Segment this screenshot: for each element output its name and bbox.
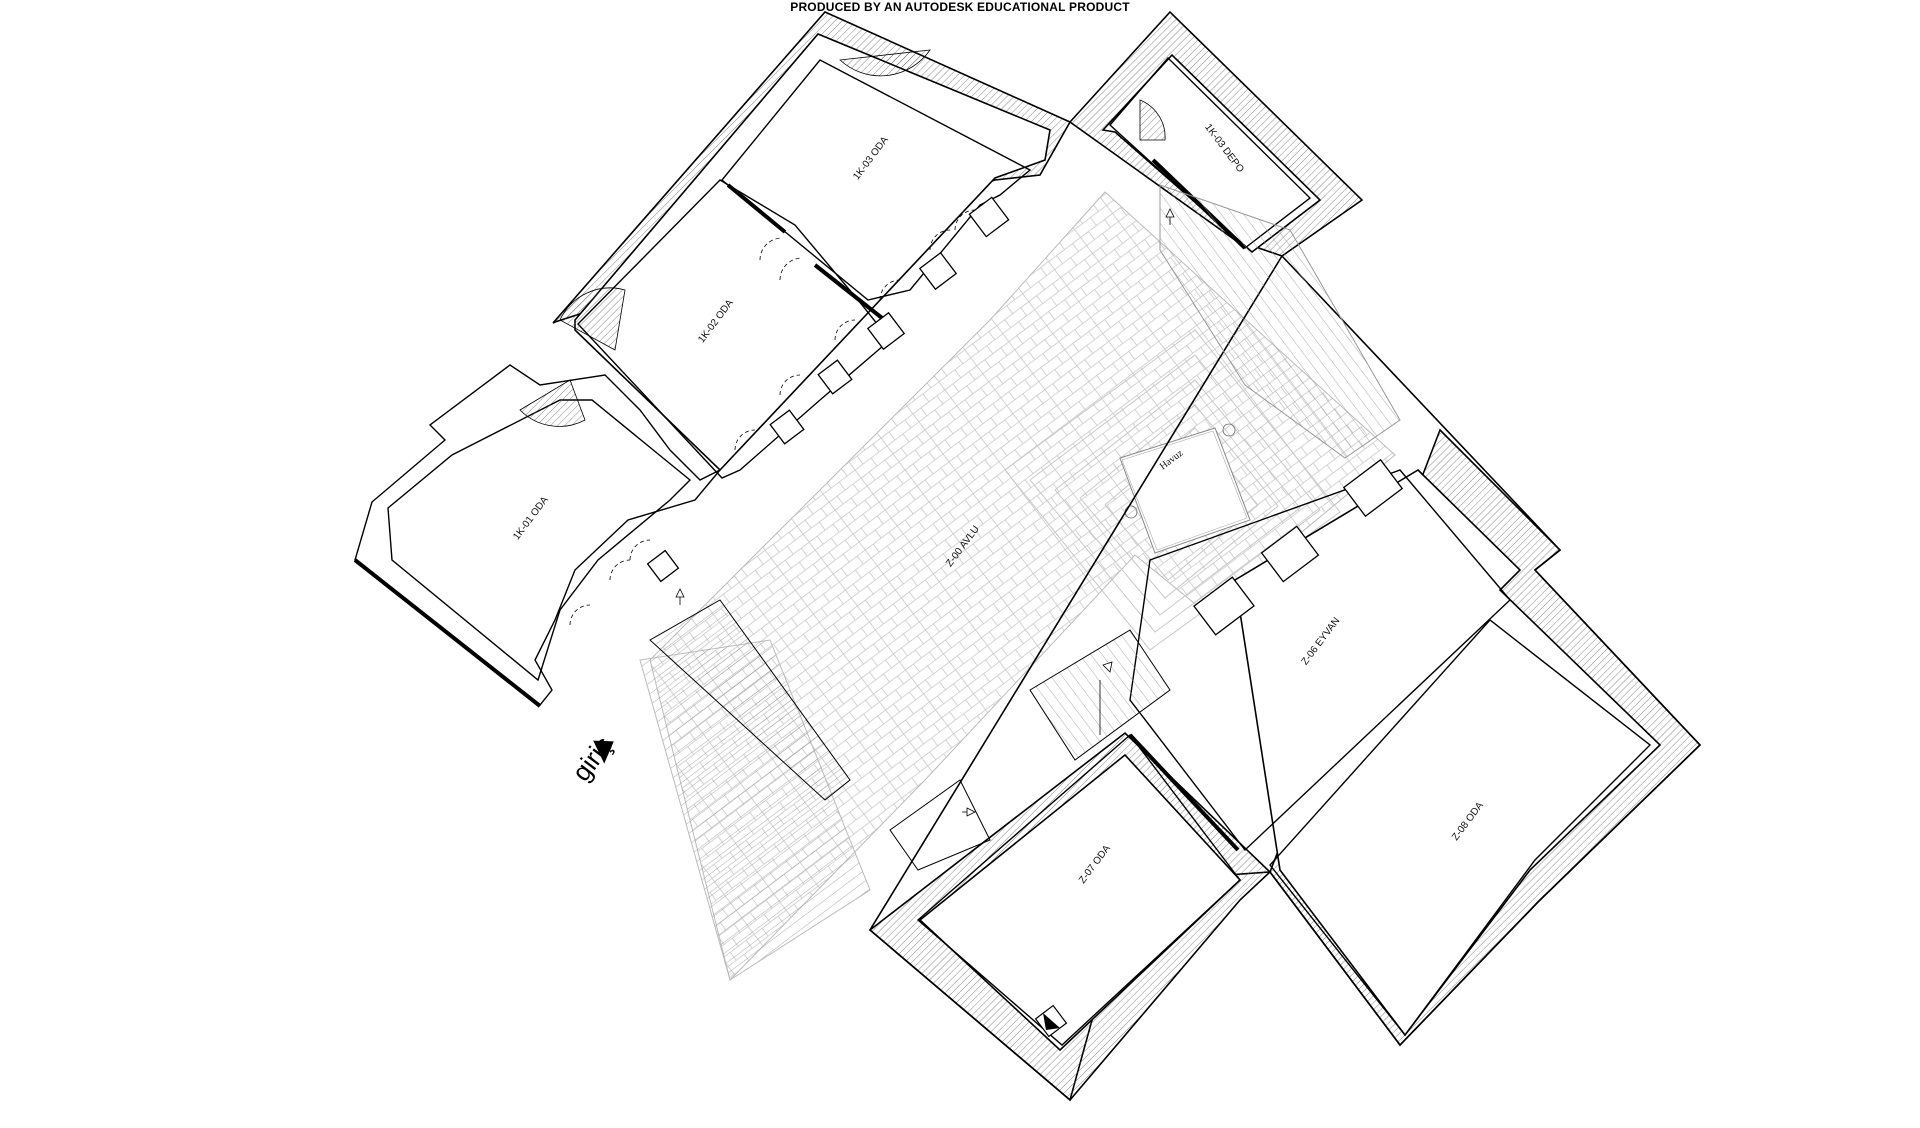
door-swings [569, 209, 976, 626]
hatched-arcs [519, 49, 1166, 427]
chimney-icon [1034, 1004, 1068, 1038]
piers [646, 196, 1404, 636]
stair-arrow-icon [675, 208, 1175, 817]
entrance-arrow-icon [593, 740, 614, 764]
room-label-1K-01: 1K-01 ODA [511, 495, 551, 543]
entrance-label: giriş [566, 730, 619, 786]
watermark-header: PRODUCED BY AN AUTODESK EDUCATIONAL PROD… [790, 0, 1130, 14]
pool [1119, 423, 1251, 554]
